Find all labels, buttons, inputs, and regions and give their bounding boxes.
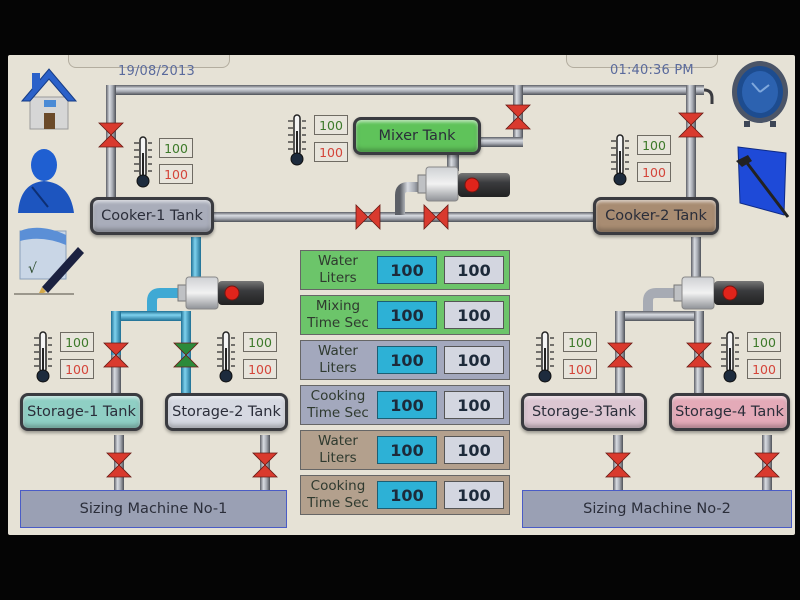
param-actual-value: 100 (444, 391, 504, 419)
pipe-outlet-hook (703, 88, 714, 104)
cooker-2-temp-set[interactable]: 100 (637, 135, 671, 155)
param-actual-value: 100 (444, 481, 504, 509)
cooker-1-temp-set[interactable]: 100 (159, 138, 193, 158)
pipe-cooker2-riser (686, 85, 696, 197)
param-actual-value: 100 (444, 346, 504, 374)
time-tab (566, 55, 718, 68)
v-storage3-out-valve[interactable] (605, 452, 631, 478)
storage-3-temp-set[interactable]: 100 (563, 332, 597, 352)
pipe-storage-manifold-right (615, 311, 695, 321)
pipe-cooker2-pump-out (643, 288, 676, 313)
recipe-button[interactable]: √ (14, 223, 94, 299)
v-main-left-valve[interactable] (355, 204, 381, 230)
cooker2-thermometer-icon (611, 134, 629, 186)
clock-icon (732, 61, 788, 127)
cooker-2-temp-actual: 100 (637, 162, 671, 182)
storage-3-temp-actual: 100 (563, 359, 597, 379)
param-actual-value: 100 (444, 301, 504, 329)
pipe-cooker1-pump-out (147, 288, 180, 313)
storage3-thermometer-icon (536, 331, 554, 383)
clock-button[interactable] (730, 59, 792, 131)
storage-2-temp-actual: 100 (243, 359, 277, 379)
time-display: 01:40:36 PM (610, 63, 694, 78)
date-tab (68, 55, 230, 68)
pipe-mixer-feed (478, 137, 523, 147)
param-actual-value: 100 (444, 436, 504, 464)
hmi-screen: 19/08/2013 01:40:36 PM (8, 55, 795, 535)
pipe-top-header (106, 85, 704, 95)
v-storage1-in-valve[interactable] (103, 342, 129, 368)
cooker-1-temp-actual: 100 (159, 164, 193, 184)
storage4-thermometer-icon (721, 331, 739, 383)
process-diagram (34, 85, 780, 495)
cooker1-thermometer-icon (134, 136, 152, 188)
storage-4-temp-actual: 100 (747, 359, 781, 379)
v-storage2-out-valve[interactable] (252, 452, 278, 478)
v-storage2-in-valve[interactable] (173, 342, 199, 368)
storage1-thermometer-icon (34, 331, 52, 383)
v-storage3-in-valve[interactable] (607, 342, 633, 368)
mixer-tank[interactable]: Mixer Tank (353, 117, 481, 155)
v-storage4-in-valve[interactable] (686, 342, 712, 368)
v-storage1-out-valve[interactable] (106, 452, 132, 478)
home-button[interactable] (18, 63, 80, 135)
sizing-machine-1[interactable]: Sizing Machine No-1 (20, 490, 287, 528)
v-cooker2-top-valve[interactable] (678, 112, 704, 138)
storage2-thermometer-icon (217, 331, 235, 383)
pipe-mixer-pump-branch (395, 182, 422, 215)
param-setpoint-input[interactable]: 100 (377, 256, 437, 284)
v-mixer-top-valve[interactable] (505, 104, 531, 130)
date-display: 19/08/2013 (118, 64, 195, 79)
pipe-main-horizontal (208, 212, 598, 222)
home-icon (20, 68, 78, 130)
storage-2-tank[interactable]: Storage-2 Tank (165, 393, 288, 431)
notes-pen-icon: √ (14, 227, 84, 295)
param-setpoint-input[interactable]: 100 (377, 301, 437, 329)
mixer-temp-actual: 100 (314, 142, 348, 162)
storage-2-temp-set[interactable]: 100 (243, 332, 277, 352)
mixer-thermometer-icon (288, 114, 306, 166)
param-setpoint-input[interactable]: 100 (377, 481, 437, 509)
mixer-temp-set[interactable]: 100 (314, 115, 348, 135)
storage-1-tank[interactable]: Storage-1 Tank (20, 393, 143, 431)
pipe-cooker2-outlet (691, 237, 701, 282)
storage-1-temp-actual: 100 (60, 359, 94, 379)
cooker-1-tank[interactable]: Cooker-1 Tank (90, 197, 214, 235)
pump-cooker1 (177, 276, 264, 310)
pump-cooker2 (673, 276, 764, 310)
v-storage4-out-valve[interactable] (754, 452, 780, 478)
pipe-storage-manifold-left (111, 311, 191, 321)
param-setpoint-input[interactable]: 100 (377, 346, 437, 374)
v-main-right-valve[interactable] (423, 204, 449, 230)
storage-4-tank[interactable]: Storage-4 Tank (669, 393, 790, 431)
user-icon (18, 149, 74, 213)
storage-3-tank[interactable]: Storage-3Tank (521, 393, 647, 431)
settings-button[interactable] (730, 143, 794, 223)
param-actual-value: 100 (444, 256, 504, 284)
pump-mixer (417, 166, 510, 202)
param-setpoint-input[interactable]: 100 (377, 391, 437, 419)
param-setpoint-input[interactable]: 100 (377, 436, 437, 464)
storage-1-temp-set[interactable]: 100 (60, 332, 94, 352)
pipe-cooker1-outlet (191, 237, 201, 282)
svg-text:√: √ (28, 261, 37, 277)
sizing-machine-2[interactable]: Sizing Machine No-2 (522, 490, 792, 528)
storage-4-temp-set[interactable]: 100 (747, 332, 781, 352)
cooker-2-tank[interactable]: Cooker-2 Tank (593, 197, 719, 235)
settings-hammer-icon (736, 146, 790, 218)
user-button[interactable] (14, 143, 78, 215)
v-cooker1-top-valve[interactable] (98, 122, 124, 148)
